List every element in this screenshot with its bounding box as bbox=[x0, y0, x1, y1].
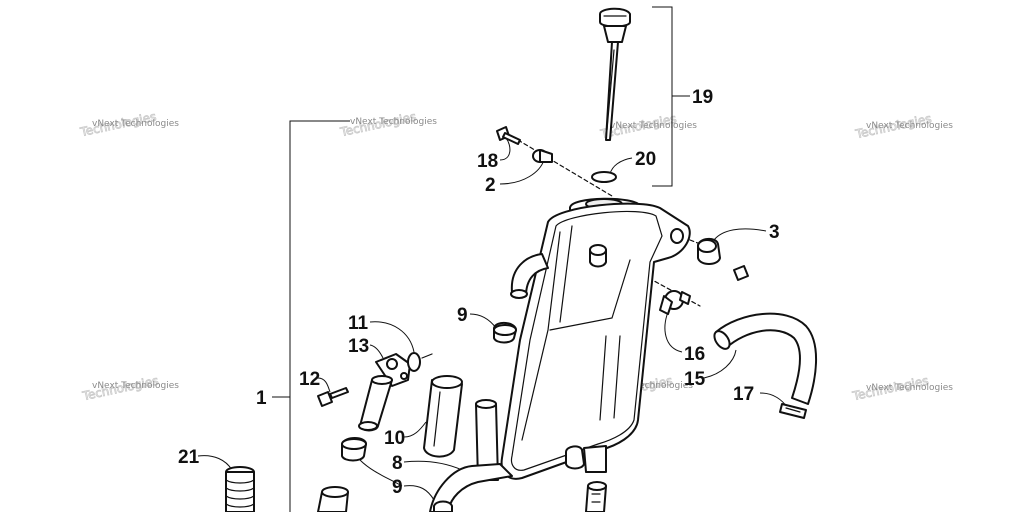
bolt-12 bbox=[317, 387, 349, 407]
watermark-1: Technologies vNext Technologies bbox=[78, 109, 179, 140]
callout-8: 8 bbox=[392, 453, 403, 474]
callout-13: 13 bbox=[348, 336, 369, 357]
watermark-4: Technologies vNext Technologies bbox=[853, 111, 953, 142]
callout-20: 20 bbox=[635, 149, 656, 170]
callout-1: 1 bbox=[256, 388, 267, 409]
dipstick bbox=[599, 7, 631, 141]
oil-tank bbox=[500, 197, 691, 480]
callout-10: 10 bbox=[384, 428, 405, 449]
o-ring-11 bbox=[407, 352, 433, 372]
clamp-9-upper bbox=[493, 322, 517, 344]
watermark-5: Technologies vNext Technologies bbox=[80, 373, 179, 404]
callout-12: 12 bbox=[299, 369, 320, 390]
tank-fitting bbox=[589, 244, 607, 268]
svg-text:vNext Technologies: vNext Technologies bbox=[92, 381, 179, 391]
callout-2: 2 bbox=[485, 175, 496, 196]
watermark-2: Technologies vNext Technologies bbox=[338, 109, 437, 140]
bellows-21 bbox=[225, 466, 255, 512]
tank-tube bbox=[510, 253, 549, 299]
leader-lines bbox=[197, 6, 789, 512]
watermark-7: Technologies vNext Technologies bbox=[850, 373, 953, 404]
svg-text:vNext Technologies: vNext Technologies bbox=[610, 121, 697, 131]
grommet-2 bbox=[532, 149, 553, 163]
callout-9-upper: 9 bbox=[457, 305, 468, 326]
callout-9-lower: 9 bbox=[392, 477, 403, 498]
short-tube bbox=[475, 399, 499, 481]
callout-18: 18 bbox=[477, 151, 498, 172]
grommet-3 bbox=[697, 238, 749, 281]
elbow-fitting-13 bbox=[358, 353, 411, 432]
clamp-9-lower bbox=[341, 437, 367, 462]
hose-10 bbox=[423, 375, 463, 458]
callout-19: 19 bbox=[692, 87, 713, 108]
hose-15 bbox=[713, 312, 817, 405]
screw-18 bbox=[496, 126, 521, 145]
o-ring bbox=[591, 171, 617, 183]
svg-text:vNext Technologies: vNext Technologies bbox=[866, 121, 953, 131]
clip-17 bbox=[779, 403, 807, 419]
svg-text:vNext Technologies: vNext Technologies bbox=[606, 381, 693, 391]
svg-text:vNext Technologies: vNext Technologies bbox=[350, 117, 437, 127]
hose-clamp-16 bbox=[659, 290, 691, 315]
callout-16: 16 bbox=[684, 344, 705, 365]
callout-3: 3 bbox=[769, 222, 780, 243]
callout-21: 21 bbox=[178, 447, 200, 468]
hose-8 bbox=[429, 463, 513, 512]
callout-15: 15 bbox=[684, 369, 706, 390]
lower-tube bbox=[317, 486, 349, 512]
clamp-9-bottom bbox=[433, 500, 453, 512]
drain-tube bbox=[585, 481, 607, 512]
callout-11: 11 bbox=[348, 313, 369, 334]
watermark-3: Technologies vNext Technologies bbox=[598, 111, 697, 142]
callout-17: 17 bbox=[733, 384, 754, 405]
svg-text:vNext Technologies: vNext Technologies bbox=[92, 119, 179, 129]
svg-text:vNext Technologies: vNext Technologies bbox=[866, 383, 953, 393]
